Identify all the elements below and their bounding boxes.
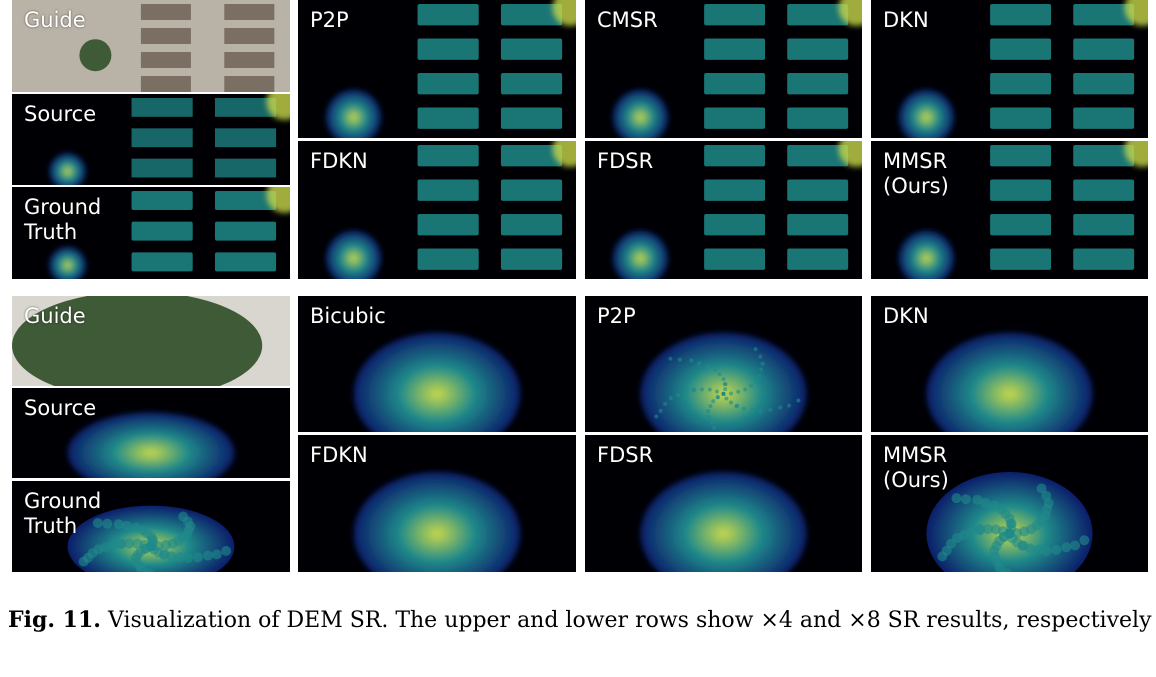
panel-label: P2P [597, 304, 636, 328]
panel-image [612, 0, 862, 138]
panel-top-source: Source [12, 94, 290, 185]
panel-top-dkn: DKN [871, 0, 1148, 138]
panel-label: FDSR [597, 443, 654, 467]
panel-top-mmsr: MMSR (Ours) [871, 141, 1148, 279]
panel-label: Ground Truth [24, 489, 102, 538]
panel-top-ground-truth: Ground Truth [12, 187, 290, 279]
panel-label: Ground Truth [24, 195, 102, 244]
panel-bottom-bicubic: Bicubic [298, 296, 576, 432]
caption-label: Fig. 11. [8, 607, 101, 633]
panel-bottom-dkn: DKN [871, 296, 1148, 432]
panel-label: MMSR (Ours) [883, 443, 949, 492]
panel-top-cmsr: CMSR [585, 0, 862, 138]
panel-label: Source [24, 396, 97, 420]
panel-image [926, 332, 1093, 432]
panel-image [640, 332, 807, 432]
panel-image [326, 0, 576, 138]
panel-top-p2p: P2P [298, 0, 576, 138]
panel-image [326, 141, 576, 279]
panel-image [898, 0, 1148, 138]
panel-label: P2P [310, 8, 349, 32]
panel-bottom-fdsr: FDSR [585, 435, 862, 572]
panel-image [49, 94, 290, 185]
panel-top-fdsr: FDSR [585, 141, 862, 279]
figure-caption: Fig. 11. Visualization of DEM SR. The up… [8, 604, 1153, 637]
panel-image [612, 141, 862, 279]
panel-image [640, 472, 807, 572]
panel-label: FDSR [597, 149, 654, 173]
panel-image [12, 0, 290, 92]
panel-label: MMSR (Ours) [883, 149, 949, 198]
panel-image [49, 187, 290, 279]
panel-label: DKN [883, 304, 929, 328]
panel-top-guide: Guide [12, 0, 290, 92]
panel-bottom-ground-truth: Ground Truth [12, 481, 290, 572]
panel-label: FDKN [310, 149, 368, 173]
panel-bottom-source: Source [12, 388, 290, 478]
panel-image [12, 296, 290, 386]
panel-label: FDKN [310, 443, 368, 467]
figure-grid: Guide Source Ground Truth P2P CMSR DKN F… [12, 0, 1148, 572]
panel-image [67, 412, 235, 478]
panel-label: Bicubic [310, 304, 386, 328]
panel-image [898, 141, 1148, 279]
panel-bottom-guide: Guide [12, 296, 290, 386]
panel-image [926, 472, 1093, 572]
panel-image [353, 472, 521, 572]
panel-label: Guide [24, 304, 86, 328]
panel-label: Source [24, 102, 97, 126]
panel-label: Guide [24, 8, 86, 32]
panel-top-fdkn: FDKN [298, 141, 576, 279]
panel-bottom-fdkn: FDKN [298, 435, 576, 572]
panel-label: CMSR [597, 8, 658, 32]
panel-image [67, 505, 235, 572]
panel-bottom-mmsr: MMSR (Ours) [871, 435, 1148, 572]
caption-text: Visualization of DEM SR. The upper and l… [100, 608, 1152, 633]
panel-label: DKN [883, 8, 929, 32]
panel-image [353, 332, 521, 432]
panel-bottom-p2p: P2P [585, 296, 862, 432]
